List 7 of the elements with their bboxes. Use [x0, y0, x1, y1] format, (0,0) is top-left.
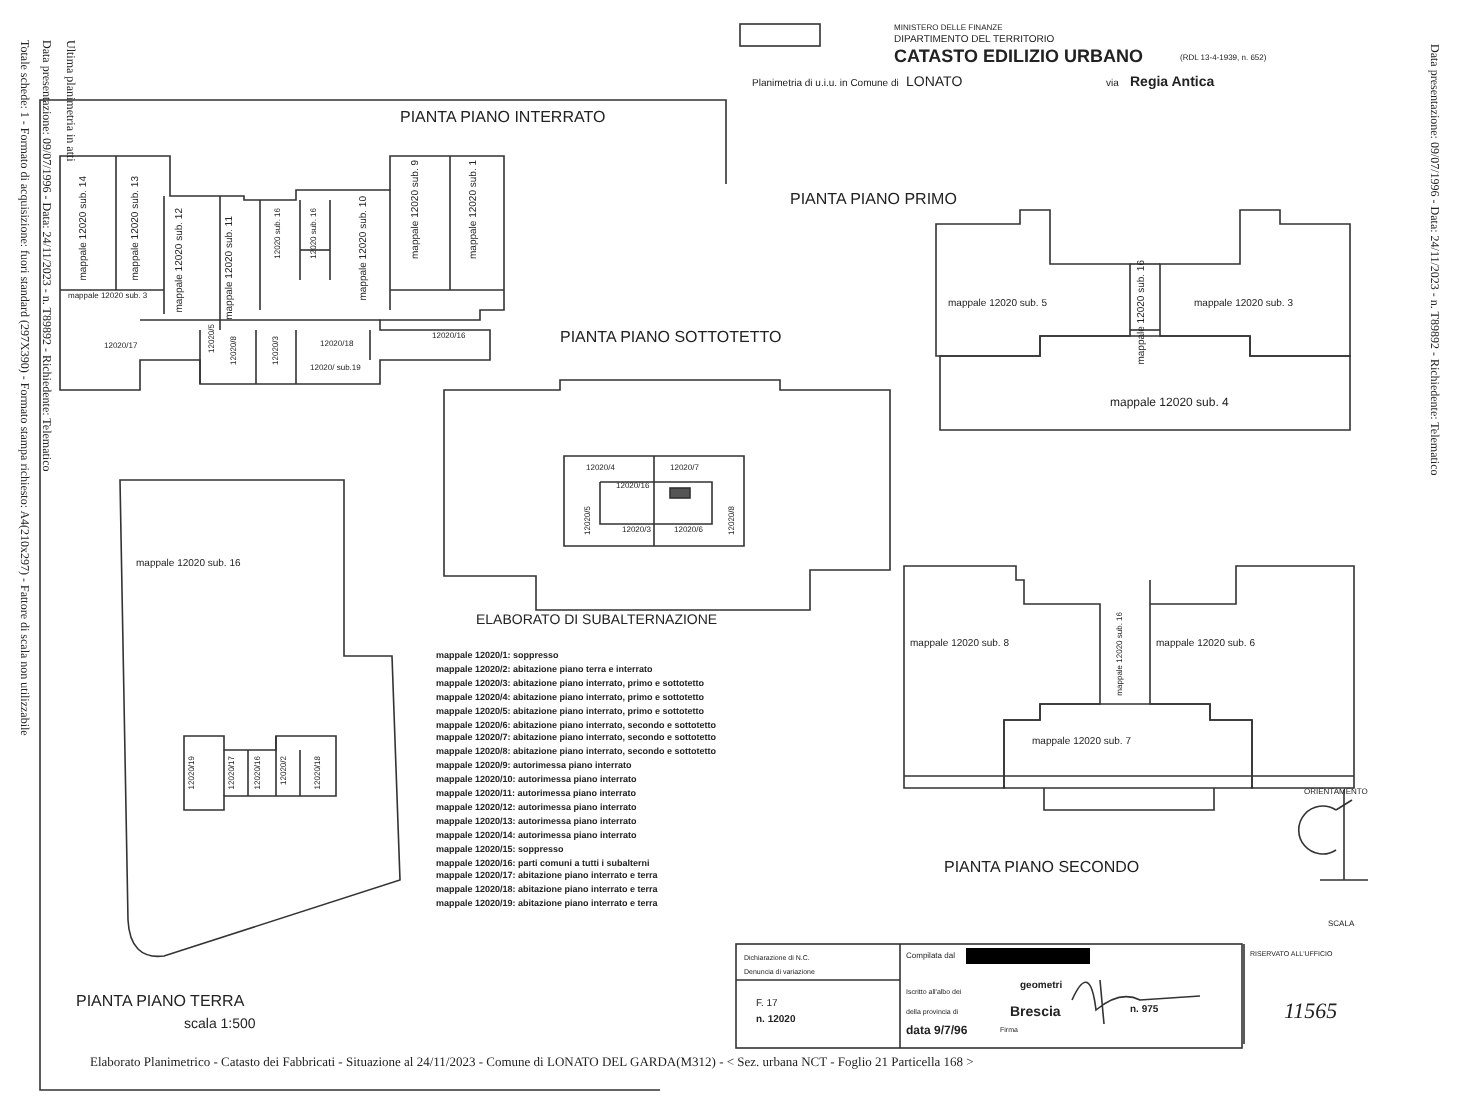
plan-title: PIANTA PIANO INTERRATO — [400, 110, 606, 128]
header-title: CATASTO EDILIZIO URBANO — [894, 48, 1143, 68]
plan-title: PIANTA PIANO TERRA — [76, 994, 245, 1012]
plan-title: PIANTA PIANO SECONDO — [944, 860, 1140, 878]
plan-title: PIANTA PIANO PRIMO — [790, 192, 957, 210]
handwritten-number: 11565 — [1284, 1000, 1338, 1025]
plan-title: PIANTA PIANO SOTTOTETTO — [560, 330, 782, 348]
